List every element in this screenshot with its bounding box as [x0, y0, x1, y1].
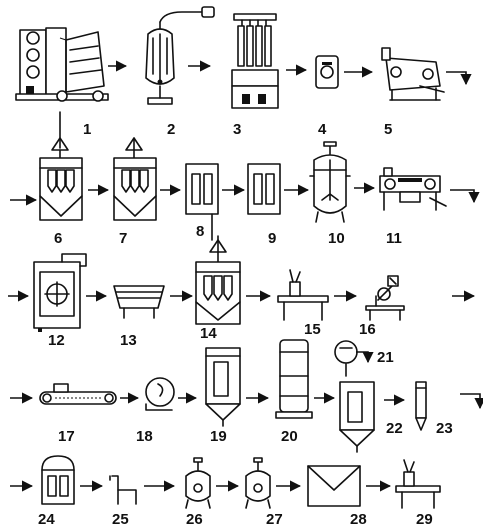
step-number: 27 [266, 511, 283, 526]
step-number: 14 [200, 325, 217, 342]
step-number: 15 [304, 321, 321, 338]
step-number: 23 [436, 420, 453, 437]
equipment-23 [415, 381, 427, 431]
equipment-1 [15, 27, 109, 102]
equipment-11 [379, 167, 447, 211]
equipment-17 [39, 383, 117, 405]
step-number: 5 [384, 121, 392, 138]
equipment-8 [185, 163, 219, 241]
equipment-20 [275, 339, 313, 419]
equipment-15 [277, 269, 329, 321]
equipment-22 [339, 381, 375, 453]
step-number: 25 [112, 511, 129, 526]
step-number: 18 [136, 428, 153, 445]
equipment-26 [185, 457, 211, 509]
equipment-18 [145, 377, 175, 411]
equipment-10 [309, 141, 351, 223]
step-number: 26 [186, 511, 203, 526]
step-number: 10 [328, 230, 345, 247]
step-number: 9 [268, 230, 276, 247]
step-number: 8 [196, 223, 204, 240]
equipment-9 [247, 163, 281, 215]
step-number: 13 [120, 332, 137, 349]
equipment-19 [205, 347, 241, 427]
equipment-25 [109, 475, 137, 505]
equipment-14 [195, 235, 241, 325]
step-number: 28 [350, 511, 367, 526]
step-number: 12 [48, 332, 65, 349]
step-number: 17 [58, 428, 75, 445]
step-number: 6 [54, 230, 62, 247]
step-number: 7 [119, 230, 127, 247]
step-number: 16 [359, 321, 376, 338]
step-number: 11 [386, 230, 402, 247]
step-number: 4 [318, 121, 327, 138]
equipment-6 [39, 137, 83, 221]
equipment-4 [315, 55, 339, 89]
equipment-13 [113, 285, 165, 319]
equipment-5 [381, 47, 445, 101]
step-number: 19 [210, 428, 227, 445]
equipment-24 [41, 455, 75, 505]
equipment-12 [33, 253, 87, 332]
step-number: 2 [167, 121, 175, 138]
step-number: 29 [416, 511, 433, 526]
step-number: 24 [38, 511, 55, 526]
equipment-7 [113, 137, 157, 221]
equipment-21 [334, 340, 374, 377]
equipment-29 [395, 459, 441, 509]
equipment-27 [245, 457, 271, 509]
equipment-3 [231, 13, 279, 109]
step-number: 22 [386, 420, 403, 437]
step-number: 3 [233, 121, 241, 138]
step-number: 1 [83, 121, 91, 138]
equipment-28 [307, 465, 361, 507]
step-number: 21 [377, 349, 394, 366]
equipment-2 [145, 6, 215, 105]
step-number: 20 [281, 428, 298, 445]
equipment-16 [365, 275, 405, 321]
